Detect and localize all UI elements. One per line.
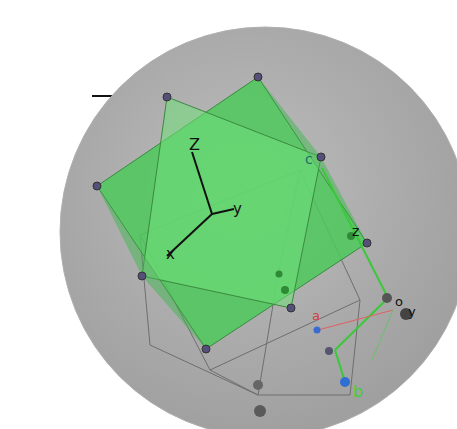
lattice-axis-label: b	[353, 384, 363, 400]
lattice-axis-label: c	[305, 152, 313, 166]
axis-label: z	[352, 224, 359, 238]
axis-label: y	[233, 202, 242, 217]
axis-label: Z	[189, 137, 200, 153]
axis-label: y	[408, 305, 416, 318]
origin-label: o	[395, 295, 403, 308]
axis-label: x	[166, 247, 175, 262]
lattice-axis-label: a	[312, 309, 320, 322]
